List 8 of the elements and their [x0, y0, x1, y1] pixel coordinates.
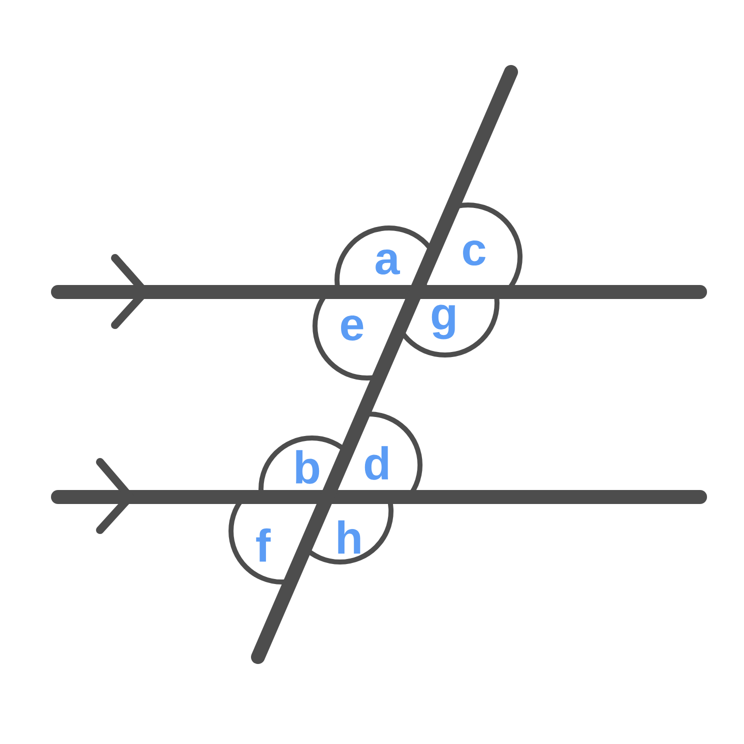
angle-label: a — [376, 249, 400, 275]
angle-label: c — [463, 240, 486, 266]
angle-label: h — [338, 520, 360, 554]
angle-label: d — [364, 446, 388, 480]
angle-label: e — [341, 315, 364, 341]
angle-label: g — [432, 304, 455, 340]
angle-label: b — [296, 450, 320, 484]
angle-label: f — [256, 528, 271, 562]
